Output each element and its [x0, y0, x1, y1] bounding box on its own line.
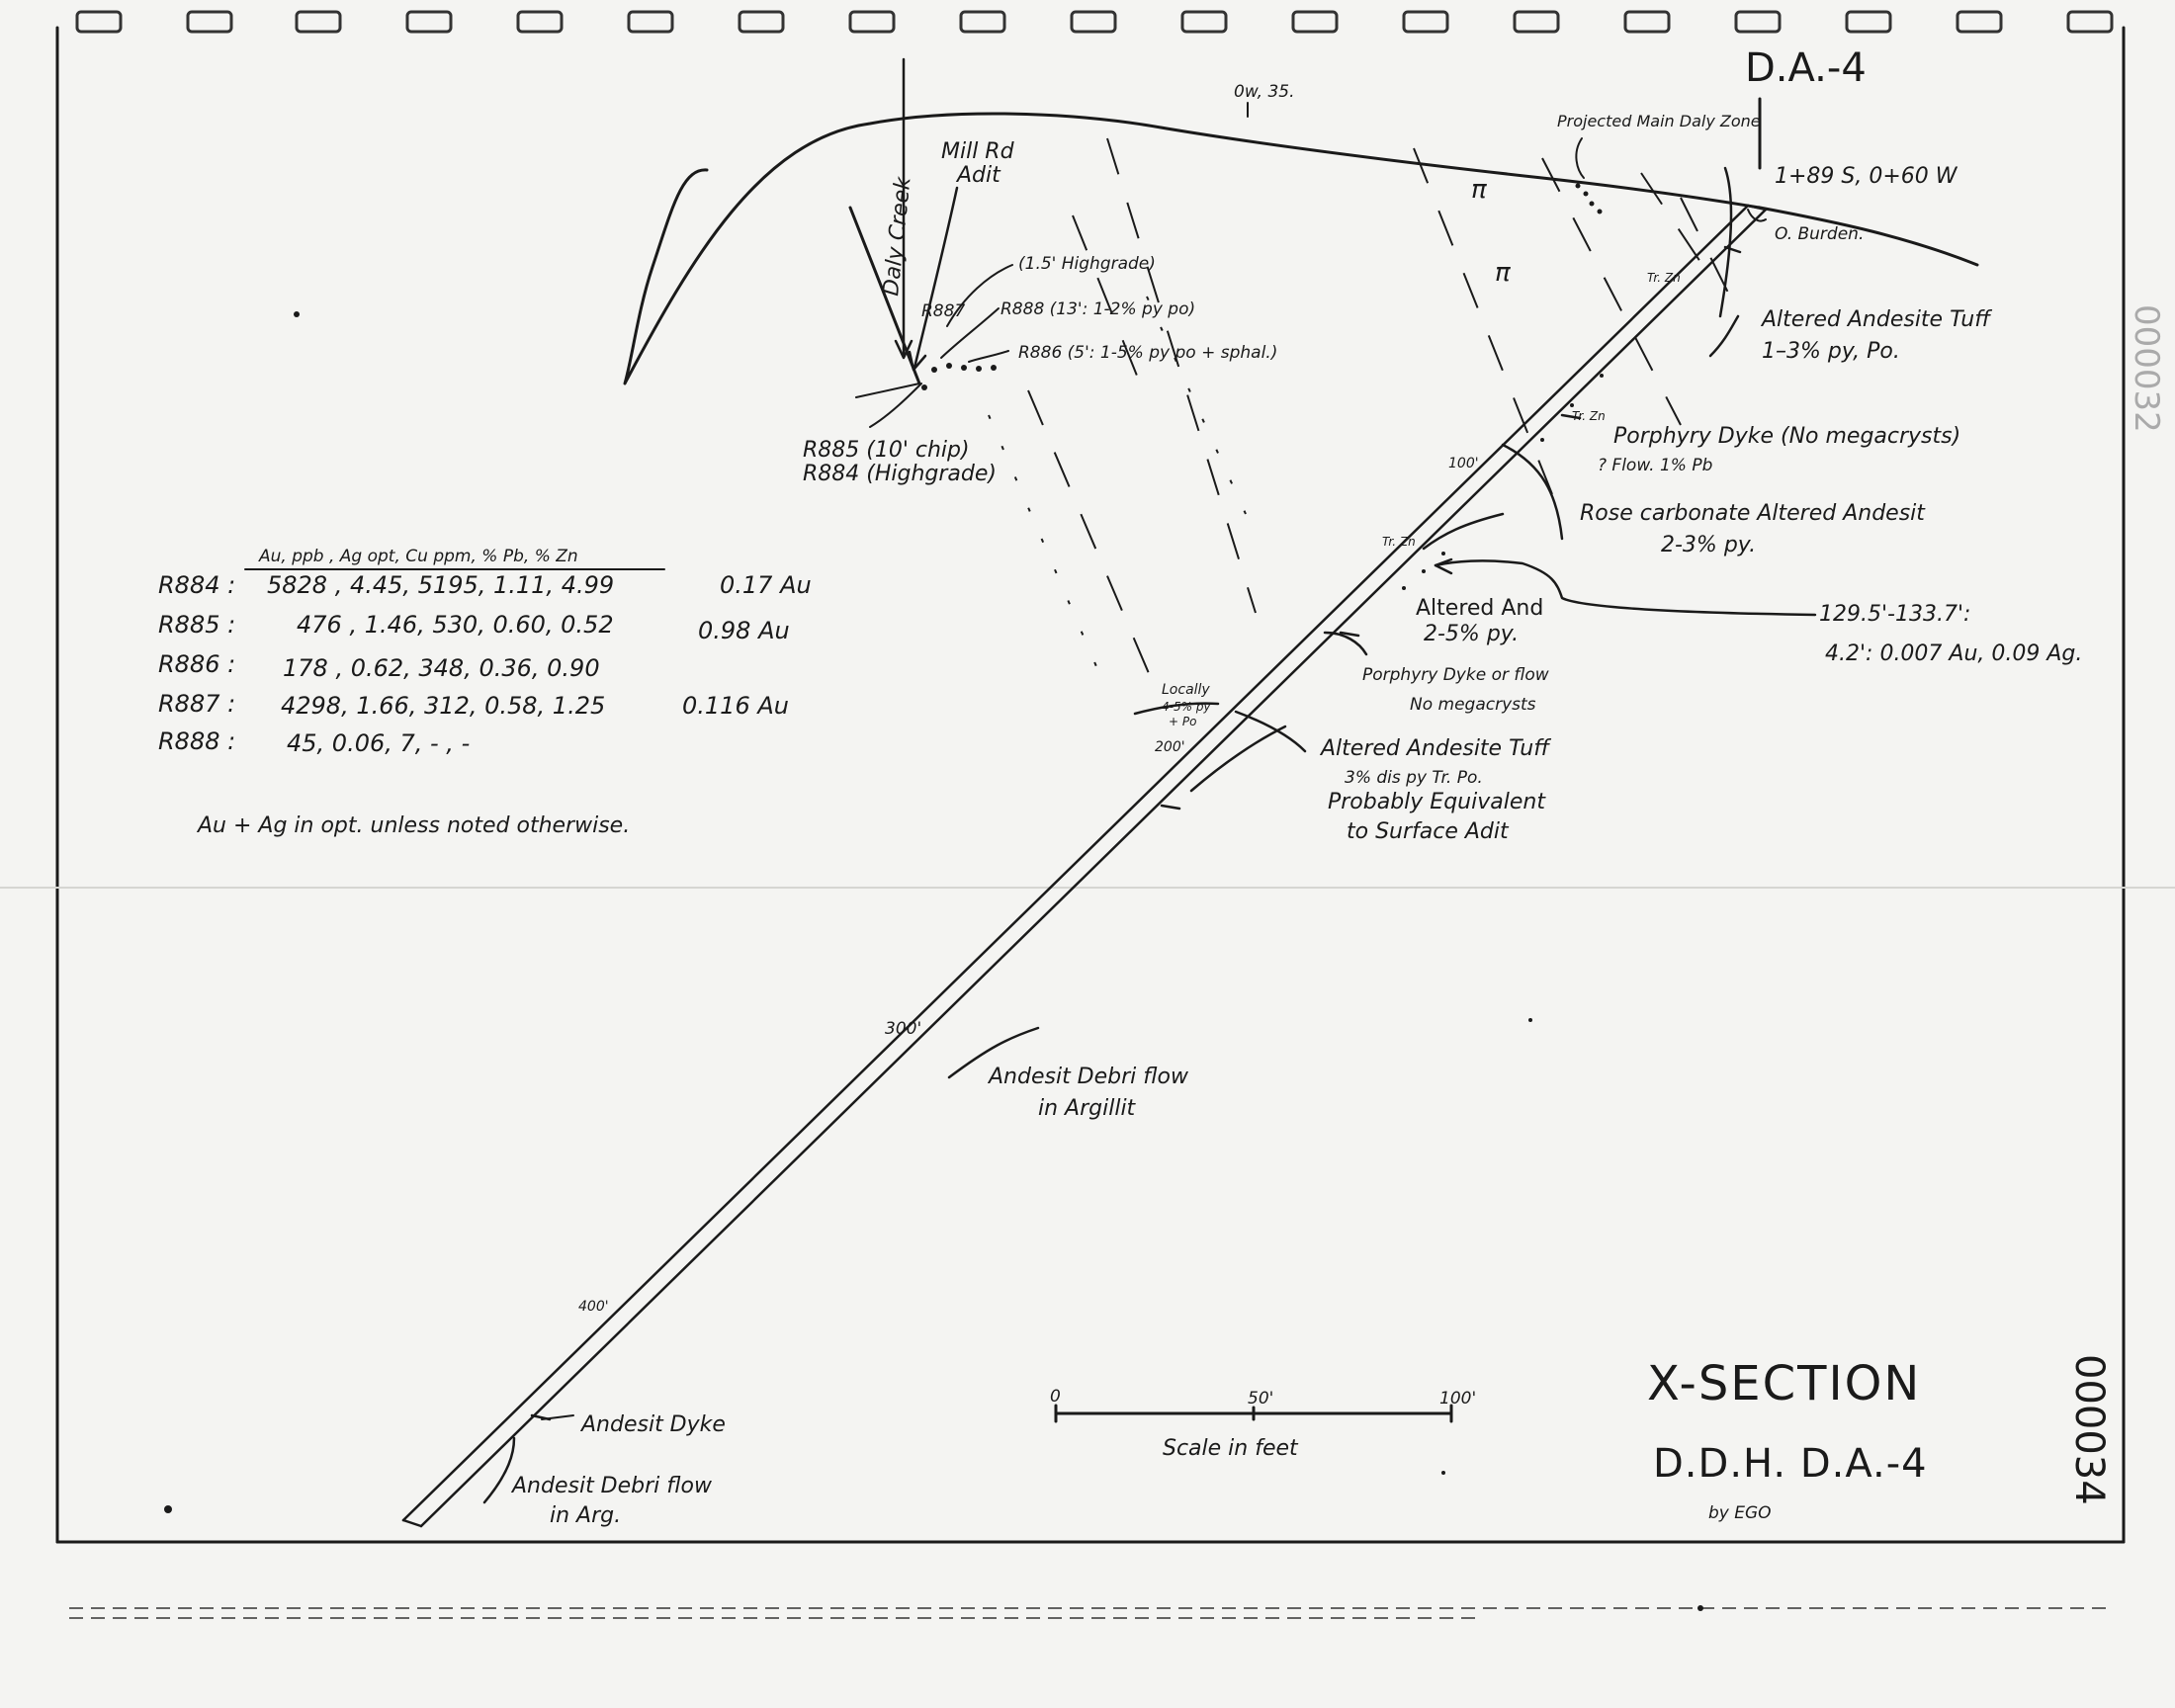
intercept-leader — [1434, 559, 1817, 617]
unit-6-note-2: to Surface Adit — [1347, 819, 1510, 844]
unit-2-mineral: ? Flow. 1% Pb — [1598, 456, 1712, 475]
creek-label: Daly Creek — [879, 175, 916, 298]
scale-label: Scale in feet — [1163, 1436, 1299, 1461]
sample-r887-note: (1.5' Highgrade) — [1018, 254, 1156, 274]
sample-r885: R885 (10' chip) — [803, 438, 970, 463]
unit-9-name: Andesit Debri flow — [510, 1474, 713, 1498]
assay-row-au: 0.98 Au — [698, 617, 790, 644]
sheet-frame — [55, 26, 2126, 1544]
unit-1-name: Altered Andesite Tuff — [1760, 307, 1992, 332]
locally-note-1: Locally — [1162, 682, 1210, 698]
pi-symbol-2: π — [1495, 258, 1511, 288]
assay-row-au: 0.17 Au — [720, 571, 812, 599]
section-author: by EGO — [1708, 1503, 1772, 1523]
assay-row-au: 0.116 Au — [682, 692, 789, 720]
adit-arrow — [908, 186, 959, 372]
unit-7-name: Andesit Debri flow — [987, 1065, 1189, 1089]
surface-point: 0w, 35. — [1234, 82, 1294, 102]
unit-5-mineral: No megacrysts — [1410, 695, 1536, 715]
intercept-grade: 4.2': 0.007 Au, 0.09 Ag. — [1825, 641, 2082, 666]
assay-row-values: 4298, 1.66, 312, 0.58, 1.25 — [281, 692, 605, 720]
section-hole: D.D.H. D.A.-4 — [1653, 1441, 1928, 1487]
creek-slope — [848, 206, 921, 385]
scale-tick-50: 50' — [1248, 1389, 1273, 1409]
scale-tick-0: 0 — [1050, 1387, 1061, 1407]
sample-dots — [921, 363, 997, 390]
assay-row-values: 5828 , 4.45, 5195, 1.11, 4.99 — [267, 571, 614, 599]
unit-8-name: Andesit Dyke — [579, 1412, 726, 1437]
margin-stamp-bottom: 000034 — [2066, 1354, 2112, 1505]
assay-row-id: R888 : — [158, 727, 235, 755]
assay-note: Au + Ag in opt. unless noted otherwise. — [196, 813, 630, 838]
unit-6-name: Altered Andesite Tuff — [1319, 736, 1551, 761]
tr-zn-note-1: Tr. Zn — [1647, 271, 1681, 285]
contact-lines — [1027, 137, 1731, 693]
section-title: X-SECTION — [1647, 1356, 1921, 1411]
stray-marks — [164, 311, 1703, 1611]
topographic-surface — [623, 112, 1979, 385]
sample-r888: R888 (13': 1-2% py po) — [1000, 299, 1195, 319]
collar-coords: 1+89 S, 0+60 W — [1775, 164, 1958, 189]
unit-6-note: Probably Equivalent — [1328, 790, 1546, 814]
unit-1-mineral: 1–3% py, Po. — [1762, 339, 1900, 364]
unit-braces — [482, 166, 1742, 1504]
adit-label: Mill Rd — [941, 139, 1015, 164]
creek-floor — [855, 383, 920, 398]
drill-hole-trace — [401, 204, 1768, 1528]
hole-dots — [1402, 374, 1604, 590]
andesite-dyke-arrow — [541, 1414, 574, 1420]
unit-7-host: in Argillit — [1038, 1096, 1137, 1121]
assay-row-values: 476 , 1.46, 530, 0.60, 0.52 — [297, 611, 614, 639]
tr-zn-note-3: Tr. Zn — [1382, 535, 1416, 549]
depth-400: 400' — [578, 1299, 609, 1315]
intercept-interval: 129.5'-133.7': — [1819, 602, 1970, 627]
sample-r887: R887 — [921, 301, 965, 321]
creek-arrow — [894, 57, 914, 360]
bottom-dashed-lines — [69, 1607, 2106, 1619]
locally-note-3: + Po — [1169, 715, 1196, 728]
sample-r884: R884 (Highgrade) — [803, 462, 997, 486]
scale-bar — [1054, 1404, 1453, 1423]
assay-header: Au, ppb , Ag opt, Cu ppm, % Pb, % Zn — [258, 547, 578, 566]
sample-r886: R886 (5': 1-5% py po + sphal.) — [1018, 343, 1277, 363]
unit-4-name: Altered And — [1416, 596, 1543, 621]
overburden-label: O. Burden. — [1775, 224, 1864, 244]
assay-row-values: 178 , 0.62, 348, 0.36, 0.90 — [283, 654, 600, 682]
assay-row-id: R886 : — [158, 650, 235, 678]
unit-4-mineral: 2-5% py. — [1424, 622, 1519, 646]
overburden-mark — [1747, 209, 1767, 222]
assay-row-id: R885 : — [158, 611, 235, 639]
depth-200: 200' — [1155, 739, 1185, 755]
tr-zn-note-2: Tr. Zn — [1572, 409, 1606, 423]
hole-name: D.A.-4 — [1745, 45, 1867, 91]
assay-row-id: R884 : — [158, 571, 235, 599]
projected-zone-marker — [1575, 137, 1603, 214]
margin-stamp-top: 000032 — [2127, 304, 2166, 433]
unit-3-mineral: 2-3% py. — [1661, 533, 1756, 557]
intercept-arrow — [1434, 557, 1453, 575]
scale-tick-100: 100' — [1439, 1389, 1476, 1409]
assay-row-values: 45, 0.06, 7, - , - — [287, 729, 470, 757]
unit-6-mineral: 3% dis py Tr. Po. — [1345, 768, 1483, 788]
unit-2-name: Porphyry Dyke (No megacrysts) — [1613, 424, 1960, 449]
projected-zone-label: Projected Main Daly Zone — [1557, 112, 1761, 130]
assay-row-id: R887 : — [158, 690, 235, 718]
pi-symbol-1: π — [1471, 175, 1487, 205]
depth-300: 300' — [885, 1019, 921, 1039]
sample-leaders — [869, 264, 1013, 428]
binder-tabs — [75, 10, 2114, 34]
unit-3-name: Rose carbonate Altered Andesit — [1580, 501, 1926, 526]
adit-label-2: Adit — [955, 163, 1001, 188]
unit-9-host: in Arg. — [550, 1503, 621, 1528]
depth-100: 100' — [1448, 456, 1479, 471]
locally-note-2: 4-5% py — [1162, 700, 1211, 714]
unit-5-name: Porphyry Dyke or flow — [1362, 665, 1549, 685]
